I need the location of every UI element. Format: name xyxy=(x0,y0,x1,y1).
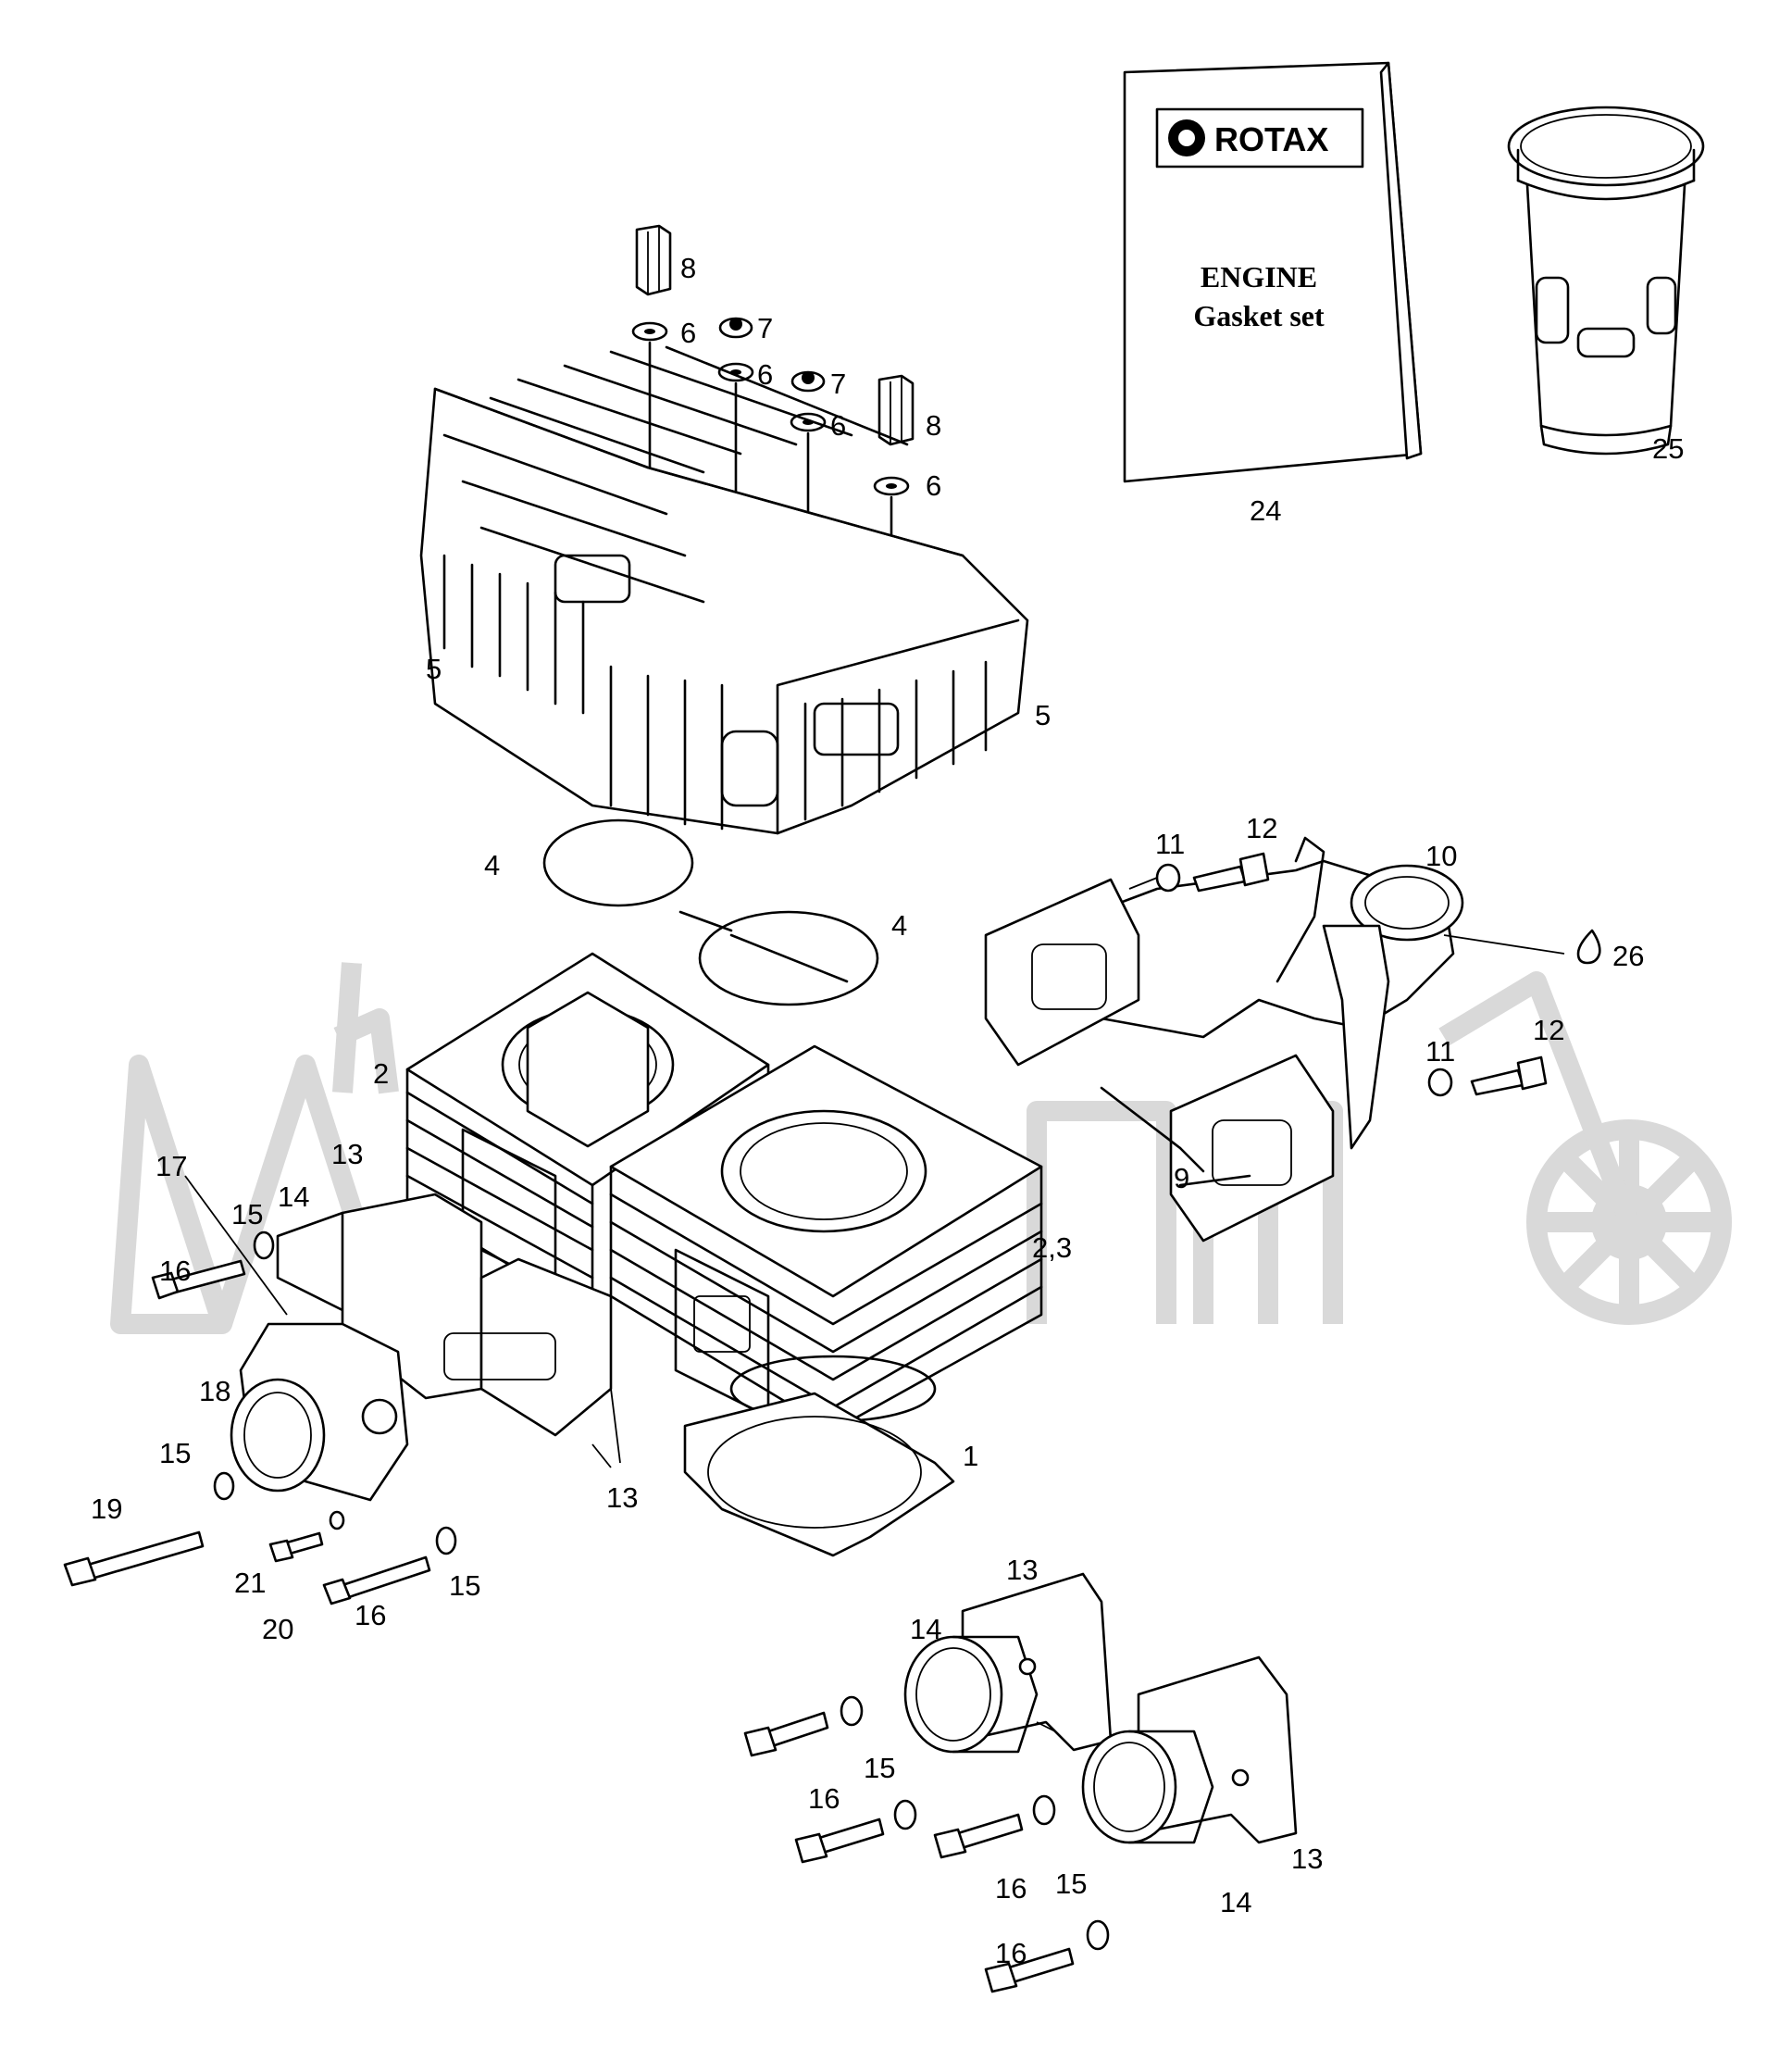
cylinder-head xyxy=(419,345,1029,835)
callout-2: 2 xyxy=(373,1057,389,1090)
callout-11-bottom: 11 xyxy=(1425,1035,1455,1068)
callout-14-left: 14 xyxy=(278,1180,309,1213)
callout-12-bottom: 12 xyxy=(1533,1014,1564,1046)
rotax-logo-box xyxy=(1155,107,1364,169)
gasket-set-manual: ROTAX ENGINE Gasket set xyxy=(1123,61,1423,483)
callout-19: 19 xyxy=(91,1493,122,1525)
callout-13-b: 13 xyxy=(606,1481,638,1514)
base-gasket xyxy=(683,1392,955,1557)
lower-intake-assembly-2 xyxy=(1081,1655,1298,1844)
callout-5-right: 5 xyxy=(1035,699,1051,731)
callout-16-d: 16 xyxy=(995,1872,1027,1905)
callout-6-d: 6 xyxy=(926,469,941,502)
callout-20: 20 xyxy=(262,1613,293,1645)
callout-9: 9 xyxy=(1174,1162,1189,1194)
callout-15-a: 15 xyxy=(231,1198,263,1230)
head-fasteners xyxy=(631,224,915,664)
manual-title-line1: ENGINE xyxy=(1201,260,1317,294)
callout-15-e: 15 xyxy=(1055,1867,1087,1900)
callout-10: 10 xyxy=(1425,840,1457,872)
callout-8-right: 8 xyxy=(926,409,941,442)
callout-13-left: 13 xyxy=(331,1138,363,1170)
o-rings xyxy=(542,818,879,1006)
callout-14-b: 14 xyxy=(910,1613,941,1645)
callout-18: 18 xyxy=(199,1375,230,1407)
background-watermark xyxy=(110,962,1732,1334)
callout-21: 21 xyxy=(234,1567,266,1599)
callout-13-d: 13 xyxy=(1291,1842,1323,1875)
callout-15-d: 15 xyxy=(864,1752,895,1784)
callout-26: 26 xyxy=(1612,940,1644,972)
callout-16-a: 16 xyxy=(159,1255,191,1287)
callout-16-b: 16 xyxy=(355,1599,386,1631)
callout-11-top: 11 xyxy=(1155,828,1185,860)
callout-7-b: 7 xyxy=(830,368,846,400)
lower-fasteners xyxy=(743,1695,1110,1993)
callout-16-e: 16 xyxy=(995,1937,1027,1969)
callout-labels: 8 6 7 6 7 6 8 6 24 25 5 5 4 4 11 12 10 2… xyxy=(91,252,1684,1969)
callout-12-top: 12 xyxy=(1246,812,1277,844)
callout-16-c: 16 xyxy=(808,1782,840,1815)
callout-13-c: 13 xyxy=(1006,1554,1038,1586)
callout-2-3: 2,3 xyxy=(1032,1231,1072,1264)
callout-14-c: 14 xyxy=(1220,1886,1251,1918)
callout-6-b: 6 xyxy=(757,358,773,391)
callout-17: 17 xyxy=(156,1150,187,1182)
callout-4-right: 4 xyxy=(891,909,907,942)
callout-15-c: 15 xyxy=(449,1569,480,1602)
lower-intake-assembly-1 xyxy=(903,1572,1113,1754)
callout-6-c: 6 xyxy=(830,409,846,442)
callout-5-left: 5 xyxy=(426,653,442,685)
callout-8-top: 8 xyxy=(680,252,696,284)
callout-1: 1 xyxy=(963,1440,978,1472)
manual-brand: ROTAX xyxy=(1214,120,1328,158)
callout-25: 25 xyxy=(1652,432,1684,465)
cylinders xyxy=(405,952,1043,1432)
callout-6-a: 6 xyxy=(680,317,696,349)
callout-15-b: 15 xyxy=(159,1437,191,1469)
manual-title-line2: Gasket set xyxy=(1193,299,1325,332)
cylinder-sleeve xyxy=(1507,106,1705,456)
left-intake-assembly xyxy=(63,1175,621,1605)
callout-7-a: 7 xyxy=(757,312,773,344)
callout-24: 24 xyxy=(1250,494,1281,527)
callout-4-left: 4 xyxy=(484,849,500,881)
exhaust-manifold xyxy=(984,836,1601,1243)
